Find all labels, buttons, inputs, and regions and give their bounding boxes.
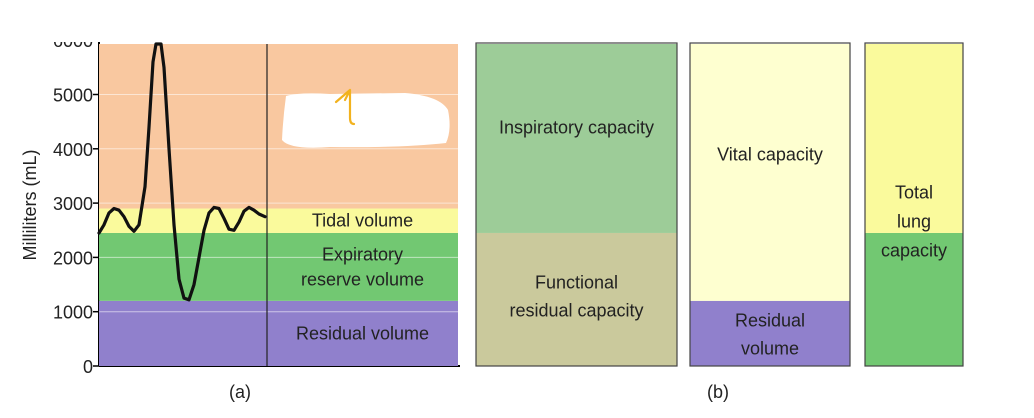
y-axis-label: Milliliters (mL) bbox=[20, 150, 40, 261]
spirogram-trace bbox=[97, 42, 267, 302]
band-expiratory-reserve-volume bbox=[99, 232, 458, 301]
total-lung-capacity-column-segment-total-lung-capacity bbox=[865, 44, 963, 233]
capacities-column-outline bbox=[475, 42, 678, 367]
label-functional-residual-capacity: Functional bbox=[535, 272, 618, 292]
vital-capacity-column-outline bbox=[689, 42, 851, 367]
handwritten-mark bbox=[334, 88, 356, 126]
label-functional-residual-capacity: residual capacity bbox=[509, 300, 643, 320]
label-vital-capacity: Vital capacity bbox=[717, 144, 823, 164]
y-tick-label: 4000 bbox=[53, 140, 93, 160]
band-label-expiratory-reserve-volume: Expiratory bbox=[322, 245, 403, 265]
y-axis: 0100020003000400050006000 bbox=[30, 0, 470, 377]
total-lung-capacity-column-outline bbox=[864, 42, 964, 367]
y-tick-label: 2000 bbox=[53, 248, 93, 268]
whiteout-patch bbox=[282, 93, 450, 148]
band-tidal-volume bbox=[99, 208, 458, 233]
y-tick-label: 5000 bbox=[53, 86, 93, 106]
label-total-lung-capacity: lung bbox=[897, 211, 931, 231]
panel-a-lung-volumes: Residual volume Expiratory reserve volume T… bbox=[97, 42, 458, 366]
total-lung-capacity-column-segment-lower bbox=[865, 232, 963, 366]
capacities-column-segment-functional-residual-capacity bbox=[476, 232, 677, 366]
vital-capacity-column-segment-vital-capacity bbox=[690, 44, 850, 301]
top-crop bbox=[30, 0, 470, 42]
label-residual-volume: Residual bbox=[735, 310, 805, 330]
capacities-column-segment-inspiratory-capacity bbox=[476, 44, 677, 233]
vital-capacity-column-segment-residual-volume bbox=[690, 300, 850, 366]
y-tick-label: 1000 bbox=[53, 303, 93, 323]
band-label-tidal-volume: Tidal volume bbox=[312, 211, 413, 231]
panel-a-caption: (a) bbox=[229, 382, 251, 402]
label-inspiratory-capacity: Inspiratory capacity bbox=[499, 117, 654, 137]
label-residual-volume: volume bbox=[741, 338, 799, 358]
band-label-residual-volume: Residual volume bbox=[296, 323, 429, 343]
label-total-lung-capacity: capacity bbox=[881, 240, 947, 260]
panel-b-caption: (b) bbox=[707, 382, 729, 402]
panel-b-lung-capacities: Functional residual capacity Inspiratory c… bbox=[475, 42, 964, 367]
band-label-expiratory-reserve-volume: reserve volume bbox=[301, 270, 424, 290]
label-total-lung-capacity: Total bbox=[895, 182, 933, 202]
y-tick-label: 0 bbox=[83, 357, 93, 377]
y-tick-label: 3000 bbox=[53, 194, 93, 214]
